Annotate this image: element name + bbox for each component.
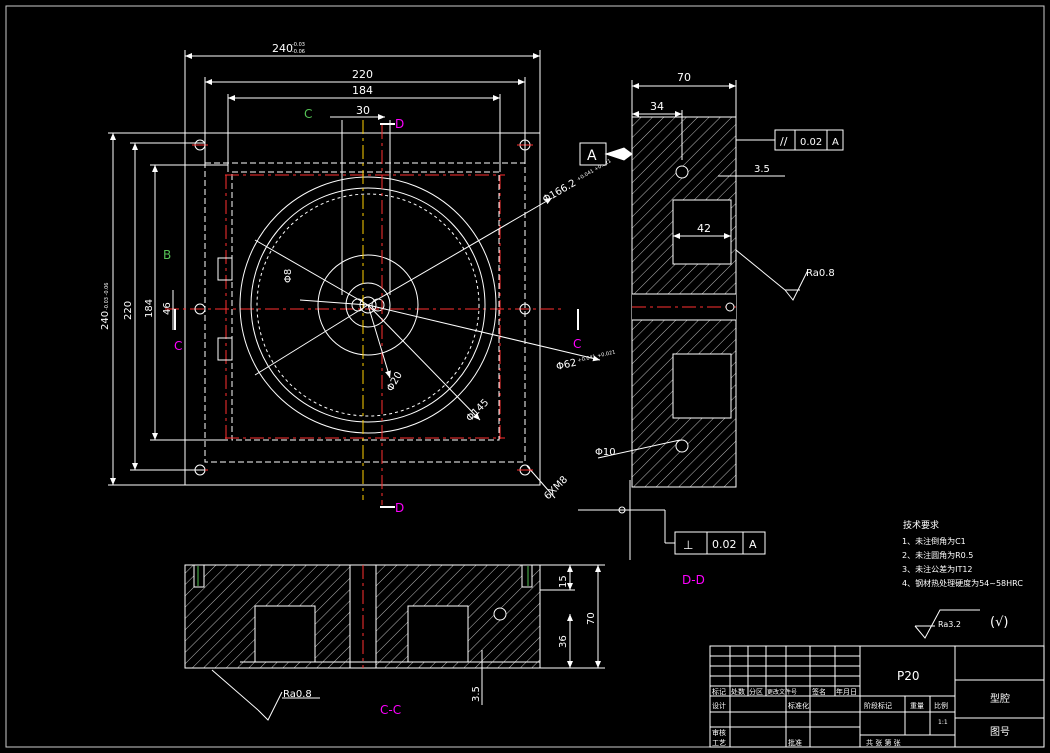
dim-side-35: 3.5 [754,164,770,175]
tb-scale-value: 1:1 [938,719,948,726]
dim-phi62: Φ62 [555,358,578,373]
parallel-ref: A [832,137,839,148]
roughness-bottom: Ra0.8 [283,689,312,700]
tb-header-0: 标记 [712,687,726,696]
tb-process: 工艺 [712,739,726,747]
tb-standard: 标准化 [788,701,809,710]
dim-side-phi10: Φ10 [595,447,616,458]
tb-header-4: 签名 [812,687,826,696]
dim-top-30: 30 [356,104,370,117]
dim-bottom-70: 70 [586,612,597,625]
dim-left-220: 220 [123,301,134,320]
tb-header-1: 处数 [731,687,745,696]
dim-left-46: 46 [162,302,173,315]
notes-title: 技术要求 [903,519,939,531]
dim-side-34: 34 [650,100,664,113]
tb-stage-mark: 阶段标记 [864,701,892,710]
dim-top-184: 184 [352,84,373,97]
dim-phi8: Φ8 [283,269,294,283]
tb-header-3: 更改文件号 [767,688,797,696]
tb-design: 设计 [712,701,726,710]
label-green-b: B [163,248,171,262]
dim-top-220: 220 [352,68,373,81]
tb-sheets: 共 张 第 张 [866,738,901,747]
tb-header-2: 分区 [749,687,763,696]
tb-weight: 重量 [910,702,924,710]
dim-bottom-35: 3.5 [471,686,482,702]
section-d-top: D [395,117,404,131]
parallel-symbol: // [780,135,788,148]
dim-bottom-15: 15 [558,575,569,588]
drawing-frame [5,5,1045,748]
tb-review: 审核 [712,728,726,737]
section-c-right: C [573,337,581,351]
label-green-c: C [304,107,312,121]
dim-side-42: 42 [697,222,711,235]
side-view [579,80,844,488]
roughness-paren: (√) [990,615,1008,630]
tb-part-name: 型腔 [990,692,1010,705]
notes-item-2: 2、未注圆角为R0.5 [902,550,973,560]
tb-header-5: 年月日 [836,687,857,696]
perp-value: 0.02 [712,538,737,551]
dim-top-240: 240 [272,42,293,55]
plan-view [108,50,601,508]
notes-item-1: 1、未注倒角为C1 [902,536,966,546]
pocket-hidden-outer [204,162,526,463]
tb-approve: 批准 [788,738,802,747]
dim-left-184: 184 [144,299,155,318]
section-d-bottom: D [395,501,404,515]
section-cc [184,564,605,721]
roughness-global-symbol [914,609,980,639]
perp-callout [578,480,766,560]
perp-symbol: ⊥ [683,538,693,552]
dim-left-240-tol: -0.03 -0.06 [104,283,110,310]
title-block [709,645,1045,748]
roughness-side: Ra0.8 [806,268,835,279]
dim-side-70: 70 [677,71,691,84]
pocket-hidden-inner [231,171,500,441]
view-cc: C-C [380,703,401,717]
notes-item-4: 4、钢材热处理硬度为54~58HRC [902,578,1023,588]
tb-material: P20 [897,669,920,683]
perp-ref: A [749,538,757,551]
tb-scale: 比例 [934,701,948,710]
view-dd: D-D [682,573,705,587]
dim-top-240-tol-upper: -0.03 [292,42,305,48]
section-c-left: C [174,339,182,353]
dim-top-240-tol-lower: -0.06 [292,49,305,55]
dim-left-240: 240 [100,311,111,330]
tb-drawing-no: 图号 [990,726,1010,738]
dim-bottom-36: 36 [558,635,569,648]
roughness-global: Ra3.2 [938,620,961,629]
parallel-value: 0.02 [800,137,822,148]
datum-a: A [587,148,597,164]
notes-item-3: 3、未注公差为IT12 [902,564,973,574]
